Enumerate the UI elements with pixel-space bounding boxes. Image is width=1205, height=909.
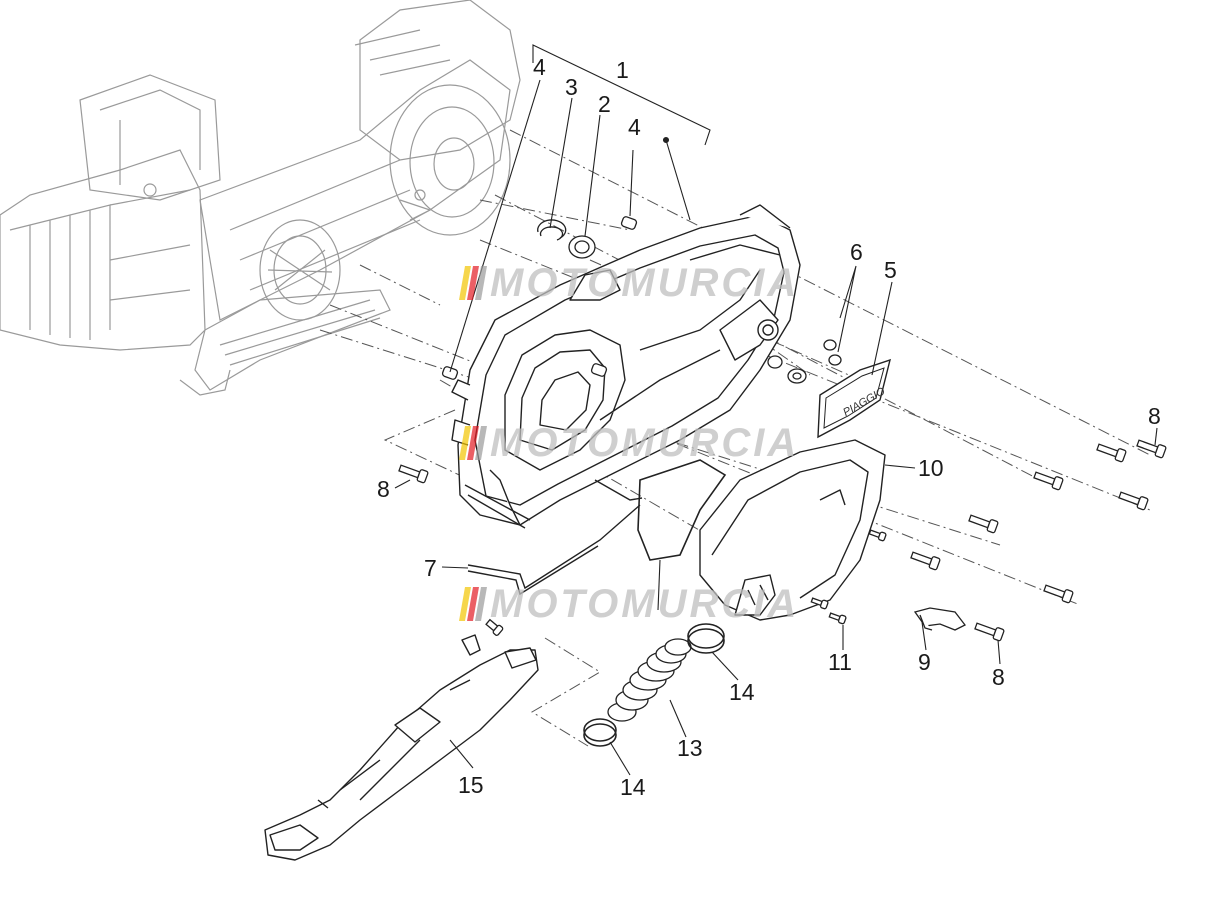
- leader-lines: [394, 44, 1158, 776]
- callout-13: 13: [677, 735, 703, 761]
- callout-14-bottom: 14: [620, 774, 646, 800]
- callout-4-right: 4: [628, 114, 641, 140]
- air-duct-cover: [699, 439, 886, 621]
- callout-9: 9: [918, 649, 931, 675]
- bracket-clip: [913, 607, 966, 631]
- callout-8-bottom: 8: [992, 664, 1005, 690]
- callout-3: 3: [565, 74, 578, 100]
- engine-assembly: [0, 0, 521, 396]
- callout-7: 7: [424, 555, 437, 581]
- callout-8-left: 8: [377, 476, 390, 502]
- callout-14-right: 14: [729, 679, 755, 705]
- callout-11: 11: [828, 649, 852, 675]
- gasket: [637, 459, 727, 561]
- callouts: 1 2 3 4 4 5 6 7 8 8 8 9 10 11 13 14 14 1…: [377, 54, 1161, 800]
- intake-snorkel: [264, 634, 539, 861]
- bellows-hose: [607, 638, 692, 722]
- callout-5: 5: [884, 257, 897, 283]
- callout-1: 1: [616, 57, 629, 83]
- small-parts: [441, 216, 842, 384]
- hose-clamps: [583, 623, 725, 747]
- screws: [398, 439, 1167, 642]
- callout-10: 10: [918, 455, 944, 481]
- transmission-cover: [451, 204, 801, 529]
- piaggio-badge: PIAGGIO: [817, 358, 891, 439]
- callout-2: 2: [598, 91, 611, 117]
- callout-4-left: 4: [533, 54, 546, 80]
- callout-6: 6: [850, 239, 863, 265]
- callout-15: 15: [458, 772, 484, 798]
- guide-rod: [467, 479, 643, 596]
- callout-8-top: 8: [1148, 403, 1161, 429]
